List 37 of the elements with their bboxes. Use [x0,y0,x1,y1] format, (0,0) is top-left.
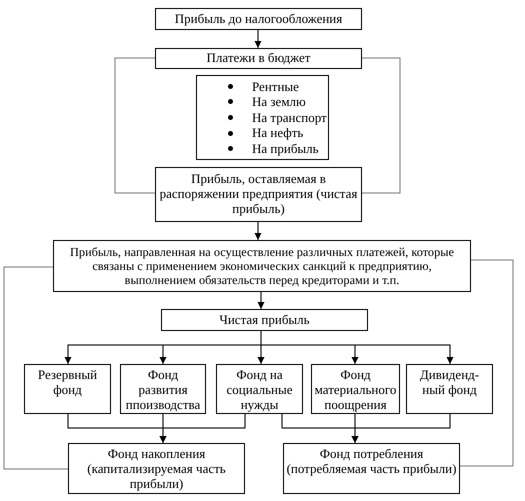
arrow [254,30,262,48]
box-label: Фонд материального поощрения [314,368,397,413]
box-label: Резервный фонд [36,368,98,398]
list-box [196,75,329,160]
arrow [254,222,262,240]
connector-line [362,58,400,194]
bullet-item: На нефть [252,125,304,141]
box-label: Фонд накопления (капитализируемая часть прибыли) [86,447,227,492]
arrow [352,414,450,444]
box-label: Прибыль до налогообложения [174,12,342,26]
box-label: Фонд потребления (потребляемая часть прибыли) [286,447,457,477]
box-label: Дивиденд-ный фонд [418,368,480,398]
process-box [216,364,303,414]
connector-line [4,266,68,470]
process-box [283,443,460,494]
process-box [155,8,362,30]
box-label: Прибыль, оставляемая в распоряжении предприятия (чистая прибыль) [159,172,358,217]
process-box [161,309,368,331]
bullet-item: На землю [252,94,306,110]
box-label: Фонд развития ппоизводства [124,368,202,413]
box-label: Платежи в бюджет [206,51,310,66]
process-box [24,364,111,414]
box-label: Фонд на социальные нужды [226,368,294,413]
connector-line [460,260,514,466]
process-box [155,48,362,69]
bullet-item: На транспорт [252,110,327,126]
bullet-item: На прибыль [252,140,319,156]
arrow [160,414,246,444]
arrow [260,330,454,364]
arrow [258,292,264,310]
box-label: Чистая прибыль [219,312,310,328]
bullet-item: Рентные [252,78,299,94]
box-label: Прибыль, направленная на осуществление различных платежей, которые связаны с применением экономических санкций к предприятию, выполнением обязательств перед кредиторами и т.п. [69,244,455,288]
process-box [406,364,493,414]
connector-line [114,58,156,194]
process-box [53,240,471,292]
process-box [68,443,245,494]
